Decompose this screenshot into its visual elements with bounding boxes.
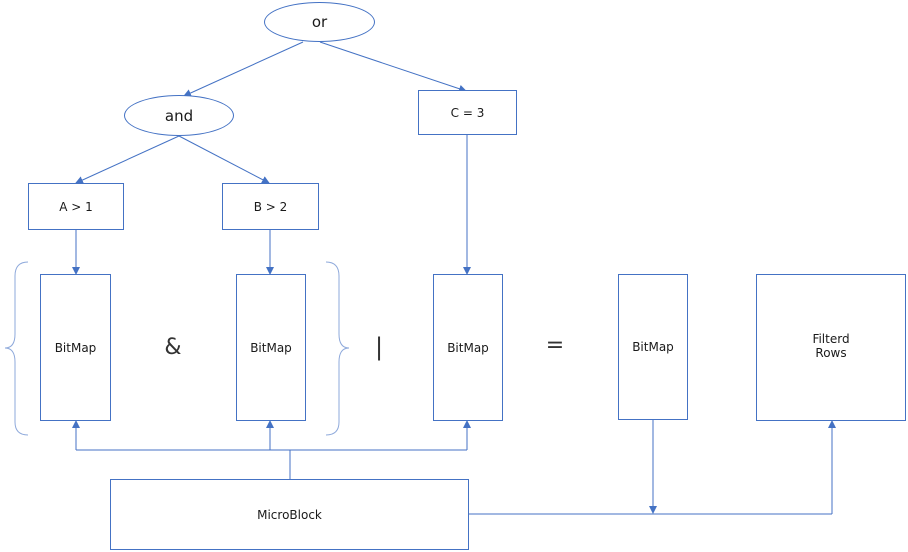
microblock-node: MicroBlock bbox=[110, 479, 469, 550]
condition-a-node: A > 1 bbox=[28, 183, 124, 230]
edge-or-to-and bbox=[183, 41, 304, 97]
equals-operator: = bbox=[545, 332, 565, 358]
bitmap-a: BitMap bbox=[40, 274, 111, 421]
or-node: or bbox=[264, 2, 375, 42]
edge-or-to-c bbox=[319, 41, 467, 93]
edge-and-to-b bbox=[178, 135, 270, 184]
condition-c-node: C = 3 bbox=[418, 90, 517, 135]
right-curly-bracket bbox=[325, 261, 350, 436]
left-curly-bracket bbox=[4, 261, 29, 436]
or-operator: | bbox=[374, 333, 384, 361]
filtered-rows-node: Filterd Rows bbox=[756, 274, 906, 421]
and-node: and bbox=[124, 95, 234, 136]
bitmap-result: BitMap bbox=[618, 274, 688, 420]
edge-and-to-a bbox=[75, 135, 180, 184]
bitmap-c: BitMap bbox=[433, 274, 503, 421]
and-operator: & bbox=[164, 334, 182, 360]
bitmap-b: BitMap bbox=[236, 274, 306, 421]
condition-b-node: B > 2 bbox=[222, 183, 319, 230]
